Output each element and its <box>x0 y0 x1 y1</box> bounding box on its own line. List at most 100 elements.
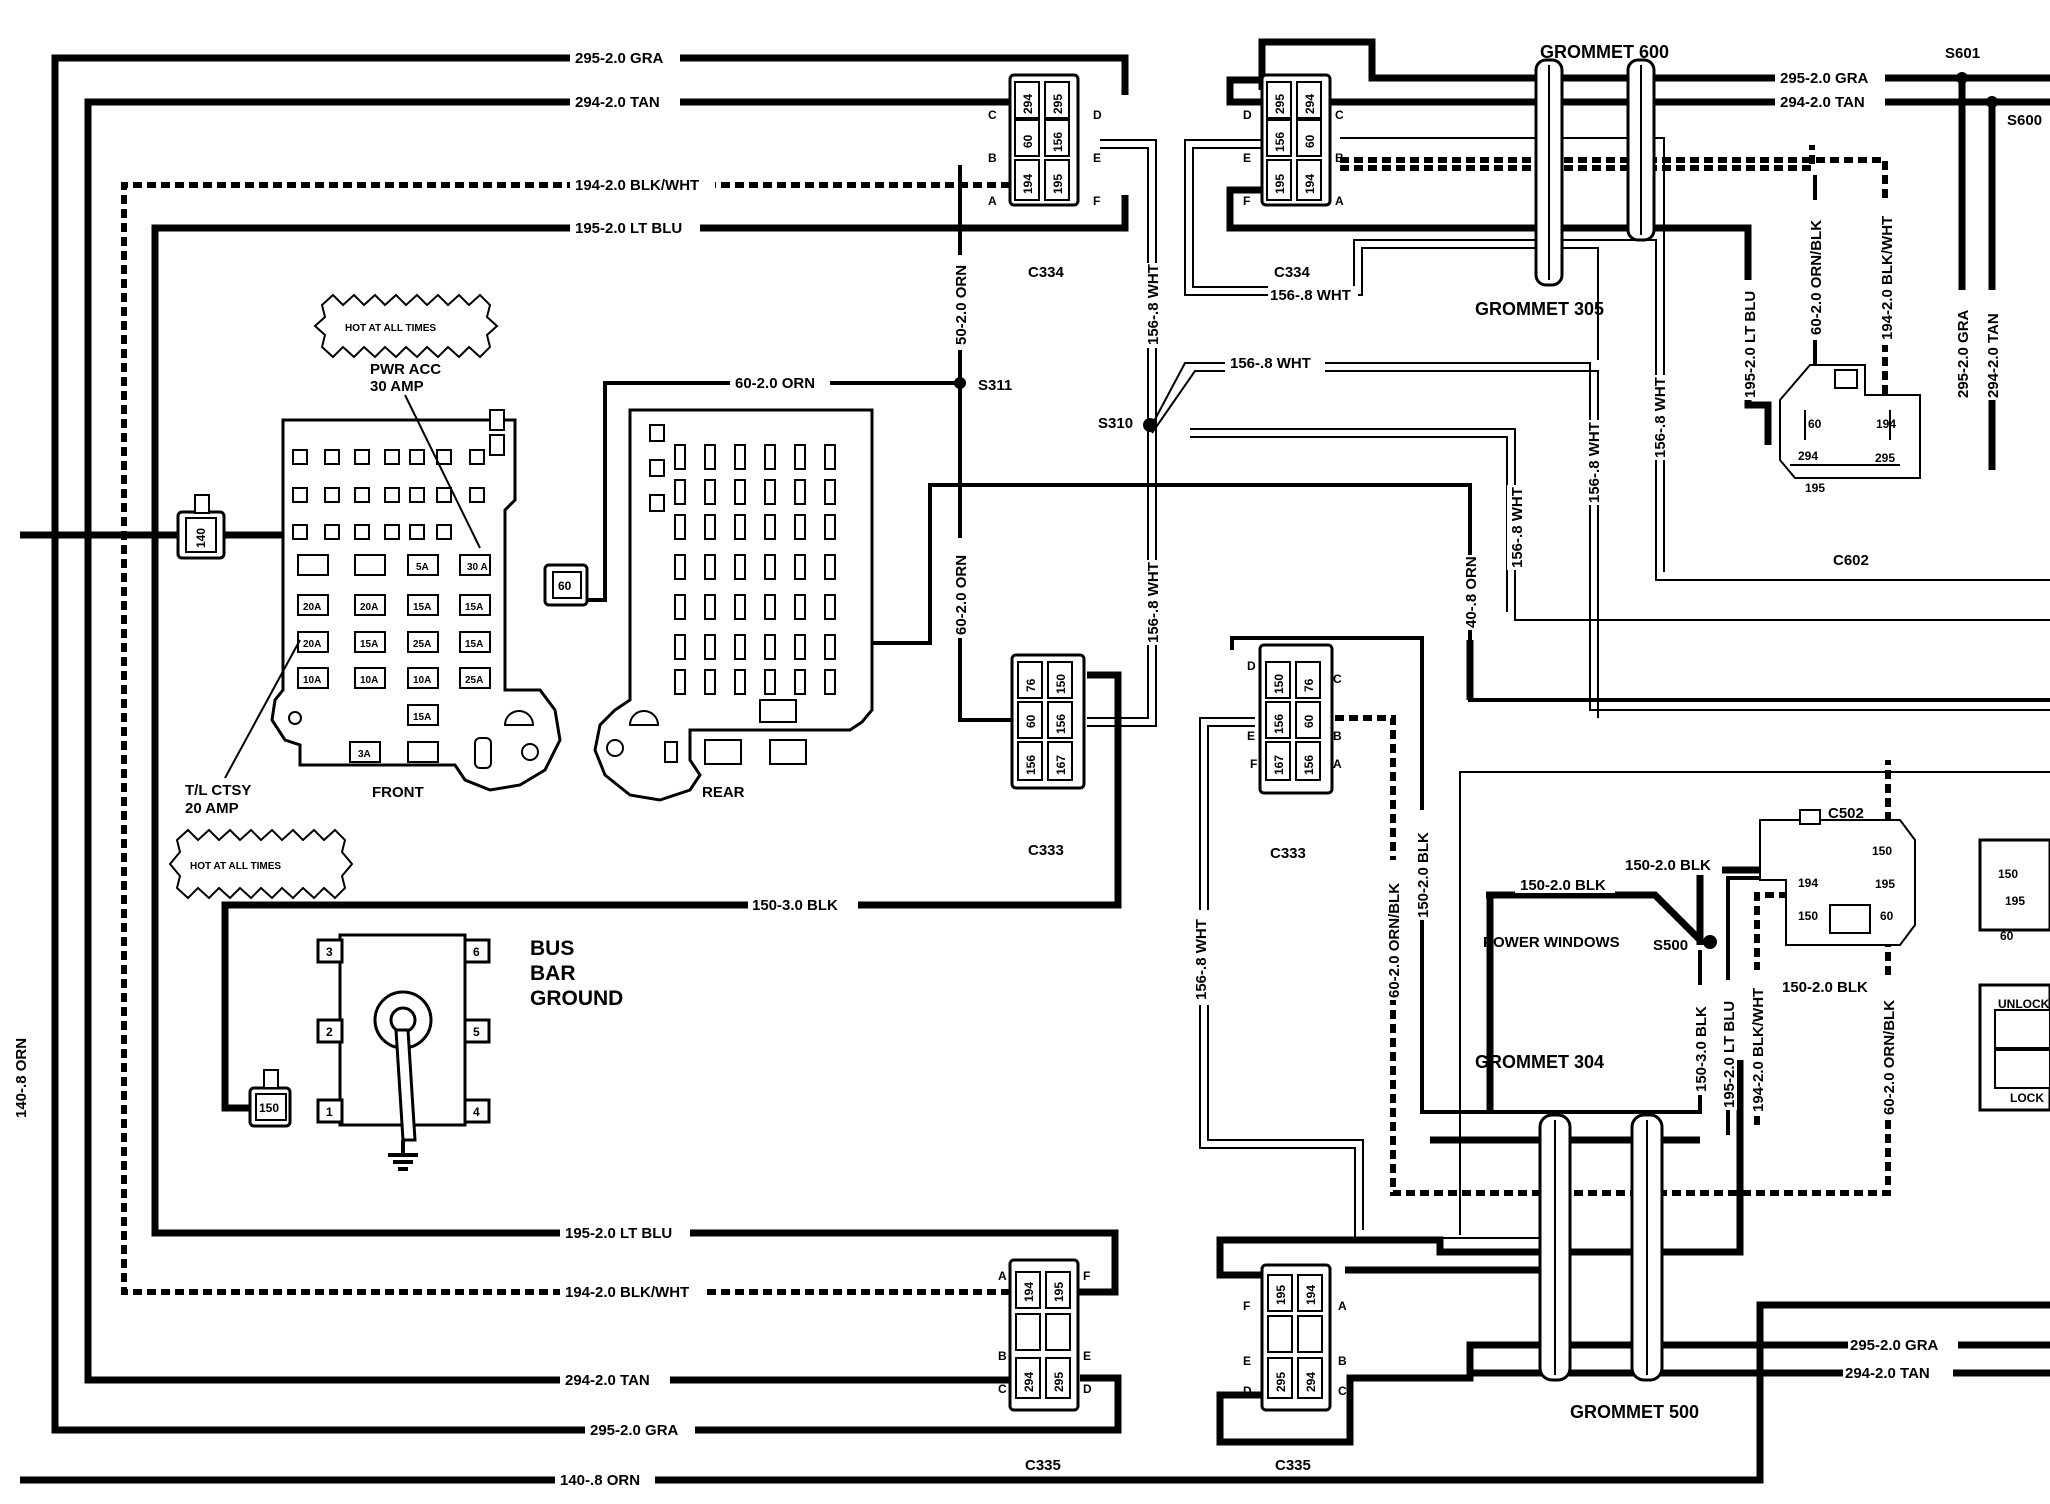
cid-195: 195 <box>1805 481 1825 495</box>
label-156-wht-5: 156-.8 WHT <box>1652 377 1669 458</box>
cid-156: 156 <box>1302 755 1316 775</box>
connectors <box>176 73 1334 1412</box>
fuse-label: 30 A <box>467 562 488 573</box>
hot-burst-1 <box>313 293 499 359</box>
cid-76: 76 <box>1024 678 1038 692</box>
wire-s500-horiz <box>1486 891 1703 943</box>
cid-295: 295 <box>1875 451 1895 465</box>
pin-d: D <box>1243 108 1252 122</box>
splice-s500 <box>1703 935 1717 949</box>
splice-labels: S311 S310 S500 S601 S600 <box>978 45 2042 954</box>
cid-140: 140 <box>194 528 208 548</box>
pin-c: C <box>998 1382 1007 1396</box>
cid-60: 60 <box>1880 909 1894 923</box>
label-c334-right: C334 <box>1274 264 1311 281</box>
cid-156: 156 <box>1273 132 1287 152</box>
label-194-blkwht-1: 194-2.0 BLK/WHT <box>575 177 699 194</box>
connector-60 <box>543 563 589 607</box>
wire-156-right-a <box>1184 139 1599 360</box>
label-156-wht-1: 156-.8 WHT <box>1145 264 1162 345</box>
pin-f: F <box>1093 194 1100 208</box>
fuse-label: 15A <box>465 602 483 613</box>
fuse-grid-front <box>292 409 505 540</box>
relay-c502 <box>1759 809 1916 946</box>
label-195-ltblu-vert: 195-2.0 LT BLU <box>1721 1001 1738 1108</box>
cid-295: 295 <box>1052 1372 1066 1392</box>
cid-60: 60 <box>1021 134 1035 148</box>
label-294-tan-4: 294-2.0 TAN <box>1845 1365 1930 1382</box>
label-156-wht-2: 156-.8 WHT <box>1145 562 1162 643</box>
cid-194: 194 <box>1303 174 1317 194</box>
pin-f: F <box>1243 194 1250 208</box>
label-grommet-600: GROMMET 600 <box>1540 42 1669 62</box>
label-hot-2: HOT AT ALL TIMES <box>190 861 281 872</box>
label-s600: S600 <box>2007 112 2042 129</box>
wire-195-ltblu-top <box>151 195 1129 1296</box>
cid-150: 150 <box>1998 867 2018 881</box>
label-140-orn-bottom: 140-.8 ORN <box>560 1472 640 1489</box>
fuse-slots-rear <box>606 424 836 765</box>
label-front: FRONT <box>372 784 424 801</box>
label-294-tan-3: 294-2.0 TAN <box>1780 94 1865 111</box>
pin-f: F <box>1250 757 1257 771</box>
fuse-block-labels: HOT AT ALL TIMES HOT AT ALL TIMES PWR AC… <box>185 323 745 872</box>
label-unlock: UNLOCK <box>1998 997 2050 1011</box>
pin-c: C <box>1335 108 1344 122</box>
fuse-label: 25A <box>465 675 483 686</box>
wire-156-wht-c <box>1151 362 2050 711</box>
wire-60-ornblk <box>1335 715 1891 1196</box>
connector-c333-left <box>1010 653 1086 790</box>
connector-150 <box>248 1069 292 1128</box>
wire-140-orn-bottom <box>20 1301 2050 1484</box>
pin-f: F <box>1243 1299 1250 1313</box>
pin-e: E <box>1247 729 1255 743</box>
label-295-gra-3: 295-2.0 GRA <box>1780 70 1869 87</box>
leader-tl-ctsy <box>224 639 301 779</box>
label-60-ornblk-1: 60-2.0 ORN/BLK <box>1808 220 1825 335</box>
label-hot-1: HOT AT ALL TIMES <box>345 323 436 334</box>
fuse-label: 15A <box>465 639 483 650</box>
label-156-wht-6: 156-.8 WHT <box>1193 919 1210 1000</box>
pin-d: D <box>1243 1384 1252 1398</box>
connector-140 <box>176 494 226 560</box>
label-rear: REAR <box>702 784 745 801</box>
cid-156: 156 <box>1054 714 1068 734</box>
cid-194: 194 <box>1798 876 1818 890</box>
cid-60: 60 <box>1303 134 1317 148</box>
fuse-slots-front <box>288 554 539 769</box>
pin-letters: C D B E A F D C E B F A D C E B F A A F … <box>988 108 1347 1398</box>
bus-bar-labels: BUS BAR GROUND 3 2 1 6 5 4 <box>326 937 623 1119</box>
wire-194-right <box>1340 157 1888 395</box>
label-195-ltblu-1: 195-2.0 LT BLU <box>575 220 682 237</box>
label-tl-ctsy: T/L CTSY <box>185 782 251 799</box>
label-grommet-304: GROMMET 304 <box>1475 1052 1604 1072</box>
cid-156: 156 <box>1272 714 1286 734</box>
label-s310: S310 <box>1098 415 1133 432</box>
pin-b: B <box>988 151 997 165</box>
label-pwr-acc-amp: 30 AMP <box>370 378 424 395</box>
label-60-ornblk-3: 60-2.0 ORN/BLK <box>1881 1000 1898 1115</box>
bus-terminal-5: 5 <box>473 1025 480 1039</box>
wire-156-wht-c2 <box>1151 370 1599 718</box>
pin-b: B <box>1338 1354 1347 1368</box>
cid-195: 195 <box>1052 1282 1066 1302</box>
cid-150: 150 <box>1272 674 1286 694</box>
label-294-tan-vert: 294-2.0 TAN <box>1985 313 2002 398</box>
label-c502: C502 <box>1828 805 1864 822</box>
wire-295-gra-right <box>1258 38 2050 90</box>
grommet-labels: GROMMET 600 GROMMET 305 GROMMET 304 GROM… <box>1475 42 1699 1422</box>
label-c335-left: C335 <box>1025 1457 1061 1474</box>
fuse-ratings: 5A 30 A 20A 20A 15A 15A 20A 15A 25A 15A … <box>303 562 488 760</box>
label-c333-right: C333 <box>1270 845 1306 862</box>
label-295-gra-4: 295-2.0 GRA <box>1850 1337 1939 1354</box>
cid-167: 167 <box>1054 755 1068 775</box>
label-195-ltblu-3: 195-2.0 LT BLU <box>1742 291 1759 398</box>
label-grommet-500: GROMMET 500 <box>1570 1402 1699 1422</box>
cid-194: 194 <box>1876 417 1896 431</box>
label-295-gra-1: 295-2.0 GRA <box>575 50 664 67</box>
pin-c: C <box>1333 672 1342 686</box>
label-grommet-305: GROMMET 305 <box>1475 299 1604 319</box>
cid-195: 195 <box>1274 1285 1288 1305</box>
label-c333-left: C333 <box>1028 842 1064 859</box>
